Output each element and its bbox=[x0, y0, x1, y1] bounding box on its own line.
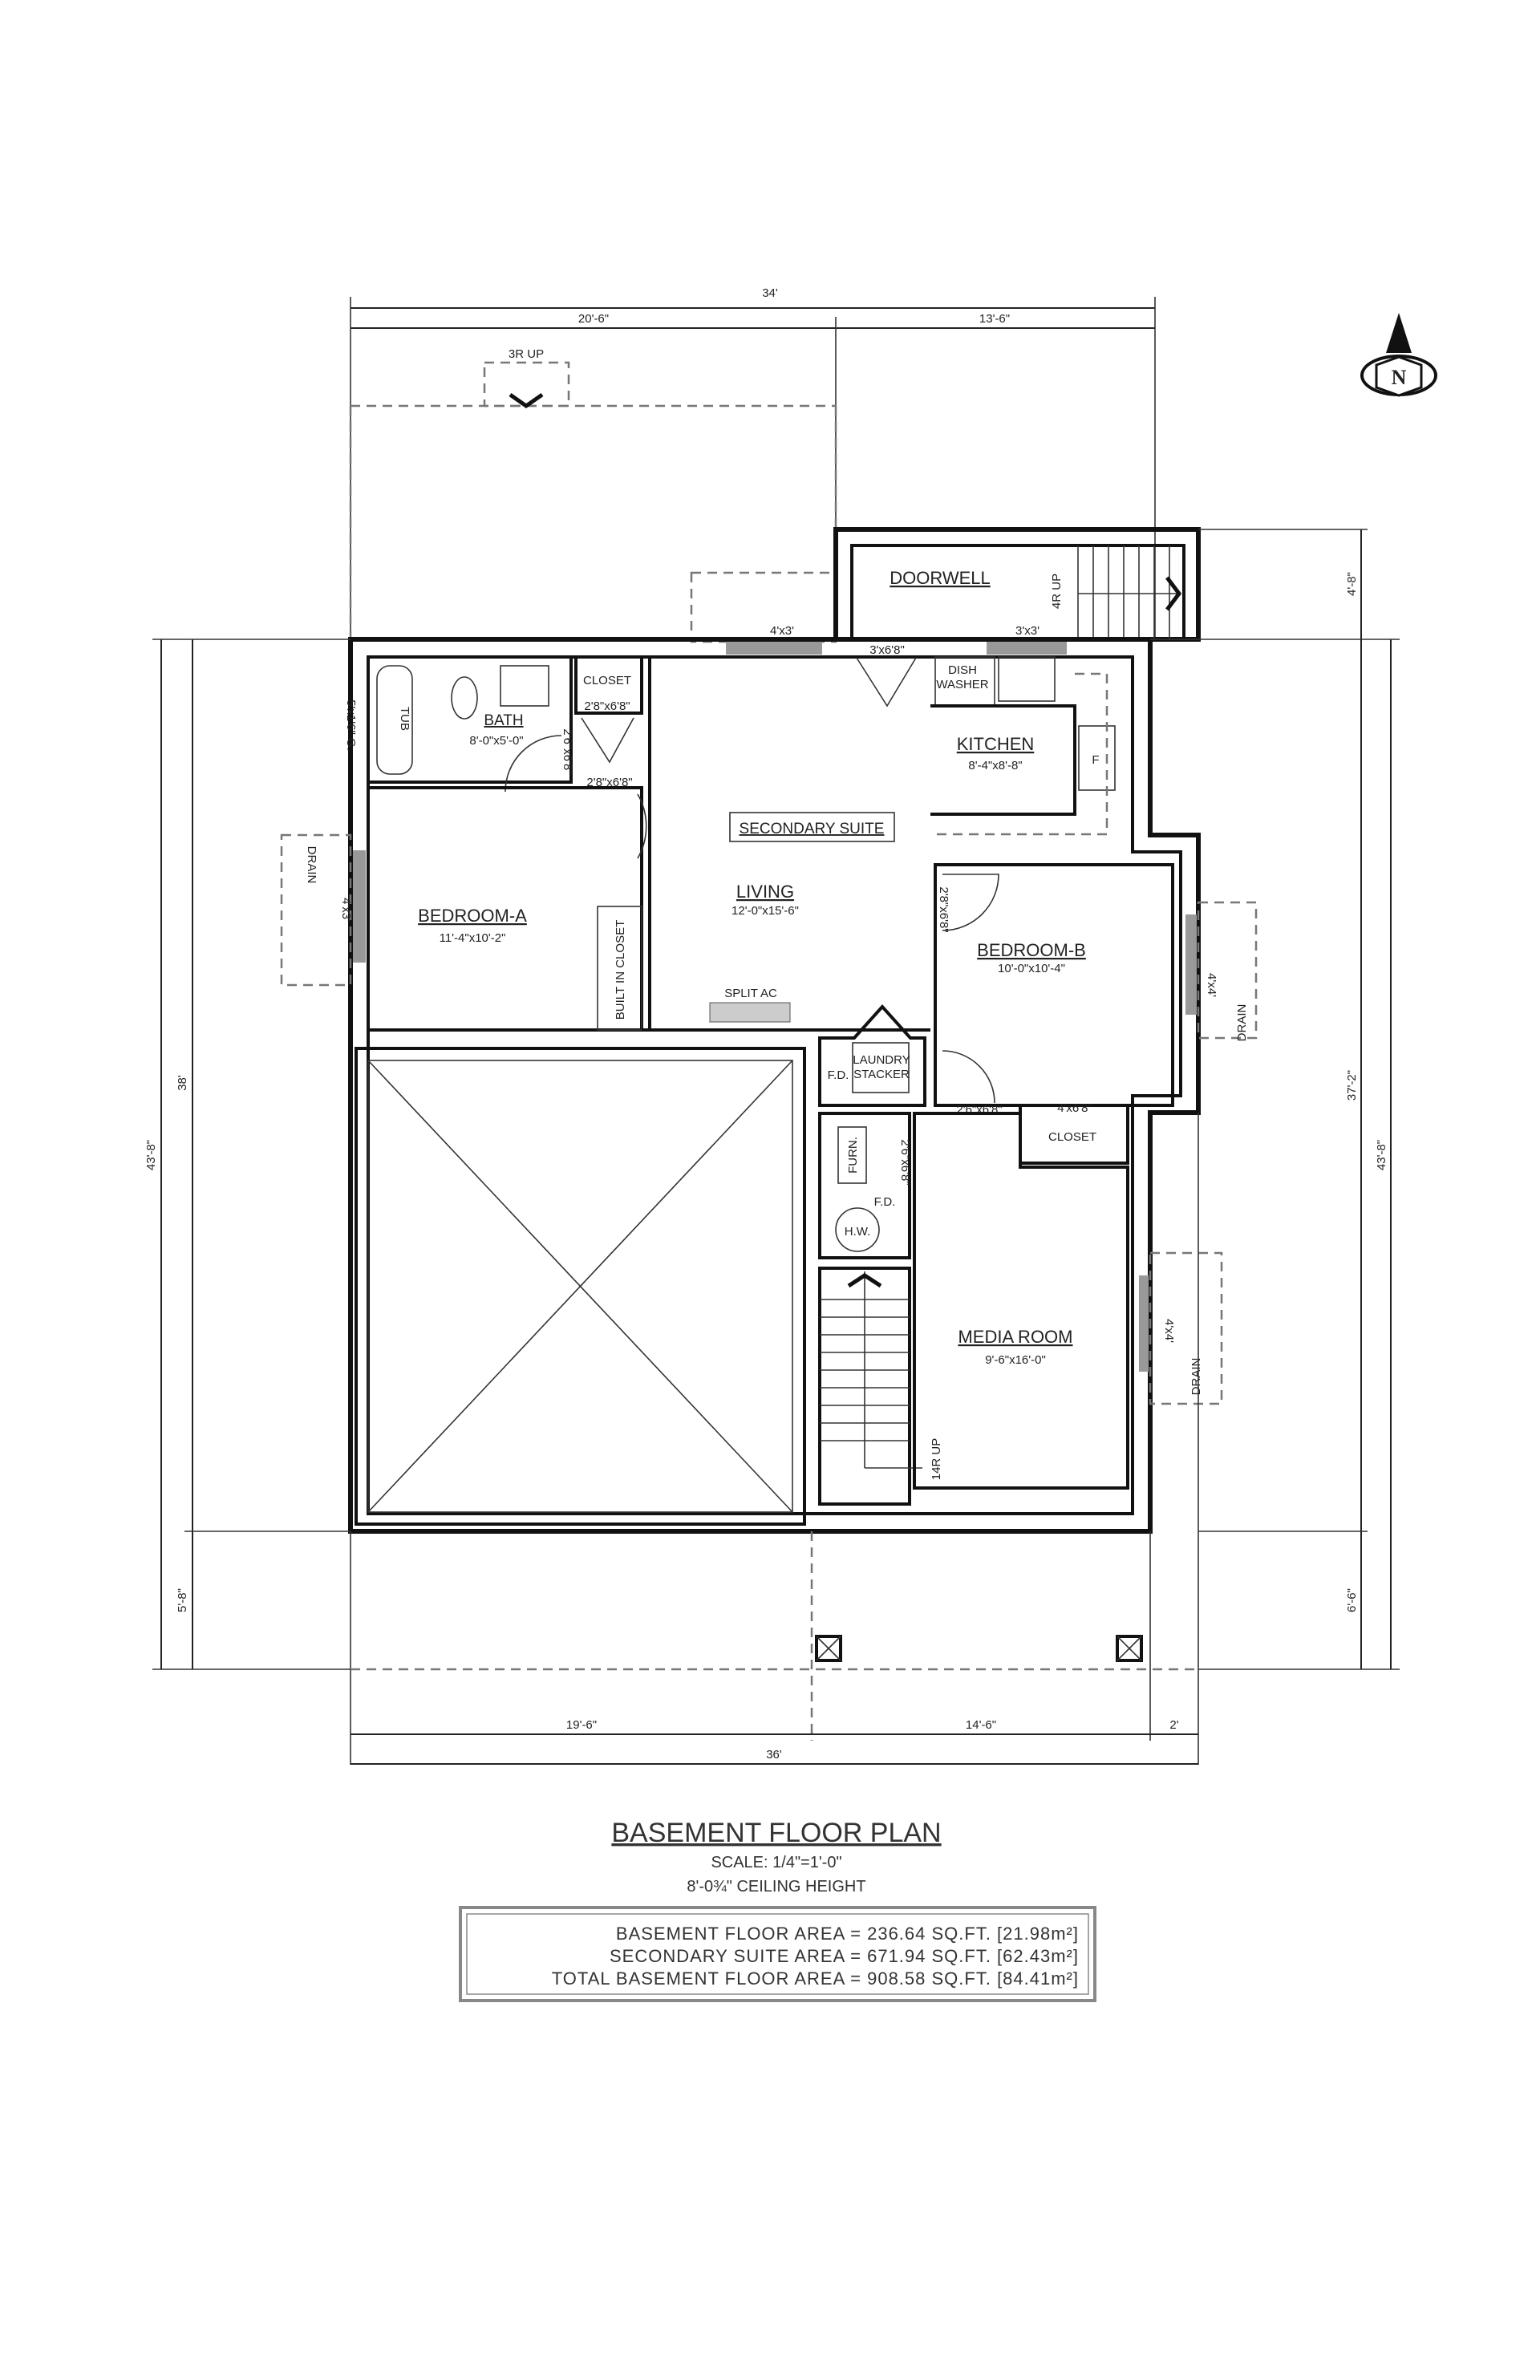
laundry-label-1: LAUNDRY bbox=[853, 1053, 910, 1067]
dim-top-right: 13'-6" bbox=[979, 312, 1010, 326]
split-ac-unit bbox=[709, 1002, 791, 1023]
window-top-right-label: 3'x3' bbox=[1015, 624, 1040, 638]
furnace-label: FURN. bbox=[846, 1137, 860, 1174]
dim-right-lower: 6'-6" bbox=[1345, 1588, 1359, 1612]
plan-scale: SCALE: 1/4"=1'-0" bbox=[711, 1854, 841, 1871]
bath-window-label: 5'x1'6" G. bbox=[344, 699, 358, 751]
closet-bath-label: CLOSET bbox=[583, 674, 631, 687]
upper-deck-outline: 3R UP bbox=[349, 347, 837, 643]
window-media-label: 4'x4' bbox=[1162, 1319, 1176, 1343]
room-bath-size: 8'-0"x5'-0" bbox=[469, 734, 523, 748]
dim-top-left: 20'-6" bbox=[578, 312, 609, 326]
drain-left-label: DRAIN bbox=[305, 846, 318, 884]
unexcavated-area bbox=[355, 1047, 806, 1526]
ceiling-height: 8'-0¾" CEILING HEIGHT bbox=[687, 1878, 865, 1895]
closet-bath: CLOSET 2'8"x6'8" bbox=[574, 655, 643, 764]
north-label: N bbox=[1392, 366, 1407, 389]
dim-top-total: 34' bbox=[762, 286, 778, 300]
bath: TUB BATH 8'-0"x5'-0" 5'x1'6" G. 2'6"x6'8… bbox=[344, 655, 574, 793]
exterior-wall bbox=[348, 637, 1201, 1534]
secondary-suite-box bbox=[729, 812, 895, 842]
top-dimensions: 34' 20'-6" 13'-6" bbox=[350, 286, 1156, 639]
main-stair: 14R UP bbox=[818, 1267, 943, 1506]
kitchen: F DISH WASHER KITCHEN 8'-4"x8'-8" bbox=[930, 656, 1116, 836]
entry-door-label: 3'x6'8" bbox=[869, 643, 905, 657]
dim-bottom-mid: 14'-6" bbox=[966, 1718, 996, 1732]
bath-door-label: 2'6"x6'8" bbox=[561, 728, 574, 774]
room-kitchen: KITCHEN bbox=[957, 734, 1035, 754]
area-suite: SECONDARY SUITE AREA = 671.94 SQ.FT. [62… bbox=[610, 1946, 1079, 1966]
dishwasher-label-1: DISH bbox=[948, 663, 977, 677]
doorwell: DOORWELL 4R UP bbox=[833, 527, 1201, 642]
dim-right-total: 43'-8" bbox=[1375, 1140, 1388, 1170]
area-basement: BASEMENT FLOOR AREA = 236.64 SQ.FT. [21.… bbox=[616, 1924, 1079, 1944]
window-bedroom-a-label: 4'x3' bbox=[339, 898, 353, 922]
hot-water-label: H.W. bbox=[845, 1225, 871, 1239]
north-arrow-icon: N bbox=[1360, 313, 1437, 397]
closet-door-label: 2'8"x6'8" bbox=[584, 699, 630, 713]
tub-label: TUB bbox=[398, 707, 411, 731]
left-dimensions: 43'-8" 38' 5'-8" bbox=[144, 639, 351, 1670]
room-living: LIVING bbox=[736, 882, 794, 902]
room-bedroom-b-size: 10'-0"x10'-4" bbox=[998, 962, 1065, 975]
dim-left-lower: 5'-8" bbox=[176, 1588, 189, 1612]
media-room: MEDIA ROOM 9'-6"x16'-0" 4'x4' DRAIN bbox=[913, 1112, 1223, 1490]
bedroom-a: BUILT IN CLOSET BEDROOM-A 11'-4"x10'-2" … bbox=[280, 776, 647, 1032]
window-top-left bbox=[726, 642, 822, 655]
right-dimensions: 4'-8" 37'-2" 6'-6" 43'-8" bbox=[1150, 529, 1400, 1670]
built-in-closet-label: BUILT IN CLOSET bbox=[614, 920, 627, 1020]
front-porch bbox=[350, 1113, 1199, 1765]
closet-b: 4'x6'8" CLOSET bbox=[1019, 1101, 1129, 1165]
secondary-suite-label: SECONDARY SUITE bbox=[740, 821, 885, 837]
drain-right-1-label: DRAIN bbox=[1235, 1004, 1249, 1042]
laundry: LAUNDRY STACKER F.D. bbox=[818, 1004, 926, 1107]
drain-right-2-label: DRAIN bbox=[1189, 1358, 1203, 1396]
dishwasher-label-2: WASHER bbox=[936, 678, 988, 691]
room-bath: BATH bbox=[484, 712, 523, 729]
bedroom-b: BEDROOM-B 10'-0"x10'-4" 2'8"x6'8" 4'x4' … bbox=[934, 863, 1258, 1107]
column-right bbox=[1116, 1635, 1143, 1662]
column-left bbox=[815, 1635, 842, 1662]
window-top-right bbox=[987, 642, 1067, 655]
doorwell-stair-label: 4R UP bbox=[1050, 574, 1064, 609]
window-bedroom-b-label: 4'x4' bbox=[1205, 973, 1218, 997]
main-stair-label: 14R UP bbox=[930, 1438, 943, 1481]
room-doorwell: DOORWELL bbox=[890, 568, 991, 588]
floor-drain-2: F.D. bbox=[874, 1195, 896, 1209]
furnace-door-label: 2'6"x6'8" bbox=[898, 1139, 912, 1185]
split-ac-label: SPLIT AC bbox=[724, 987, 777, 1000]
dim-right-main: 37'-2" bbox=[1345, 1070, 1359, 1101]
room-media-size: 9'-6"x16'-0" bbox=[985, 1353, 1046, 1367]
area-table: BASEMENT FLOOR AREA = 236.64 SQ.FT. [21.… bbox=[459, 1906, 1096, 2002]
room-bedroom-a-size: 11'-4"x10'-2" bbox=[440, 931, 506, 945]
area-total: TOTAL BASEMENT FLOOR AREA = 908.58 SQ.FT… bbox=[552, 1968, 1079, 1989]
floor-drain-1: F.D. bbox=[828, 1068, 849, 1082]
range-label: F bbox=[1092, 753, 1099, 767]
entry-door-swing bbox=[856, 657, 917, 708]
dim-right-top: 4'-8" bbox=[1345, 572, 1359, 596]
room-bedroom-a: BEDROOM-A bbox=[418, 906, 527, 926]
plan-title: BASEMENT FLOOR PLAN bbox=[611, 1818, 941, 1848]
room-kitchen-size: 8'-4"x8'-8" bbox=[968, 759, 1022, 772]
room-bedroom-b: BEDROOM-B bbox=[977, 940, 1086, 960]
laundry-label-2: STACKER bbox=[853, 1068, 910, 1081]
closet-b-door-label: 4'x6'8" bbox=[1057, 1101, 1092, 1115]
dim-left-total: 43'-8" bbox=[144, 1140, 158, 1170]
dim-bottom-right: 2' bbox=[1169, 1718, 1178, 1732]
window-top-left-label: 4'x3' bbox=[770, 624, 794, 638]
bedroom-a-door-label: 2'8"x6'8" bbox=[586, 776, 632, 789]
bottom-dimensions: 19'-6" 14'-6" 2' 36' bbox=[351, 1718, 1198, 1765]
dim-bottom-total: 36' bbox=[766, 1748, 782, 1762]
closet-b-label: CLOSET bbox=[1048, 1130, 1096, 1144]
room-living-size: 12'-0"x15'-6" bbox=[732, 904, 799, 918]
dim-bottom-left: 19'-6" bbox=[566, 1718, 597, 1732]
furnace-room: FURN. 2'6"x6'8" F.D. H.W. bbox=[818, 1112, 912, 1259]
porch-stair-label: 3R UP bbox=[509, 347, 544, 361]
dim-left-main: 38' bbox=[176, 1075, 189, 1091]
room-media: MEDIA ROOM bbox=[958, 1327, 1072, 1347]
bedroom-b-door-label: 2'8"x6'8" bbox=[937, 886, 950, 932]
